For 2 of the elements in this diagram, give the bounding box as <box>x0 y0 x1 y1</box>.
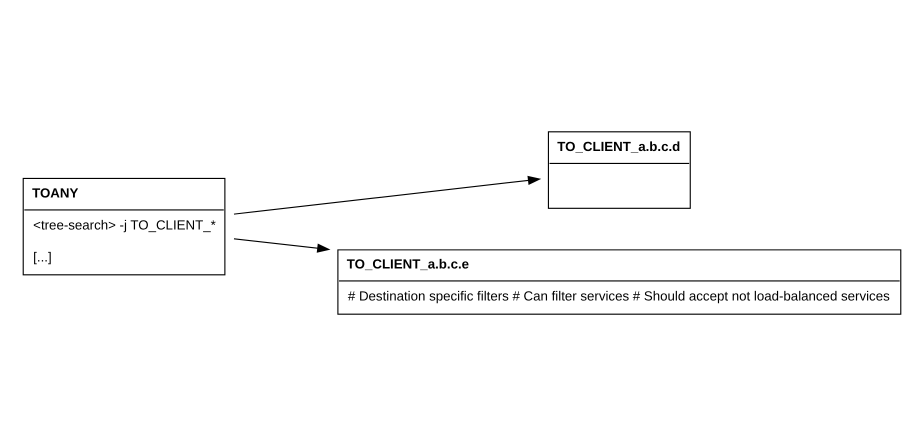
arrow <box>234 175 542 214</box>
arrow <box>234 238 330 252</box>
